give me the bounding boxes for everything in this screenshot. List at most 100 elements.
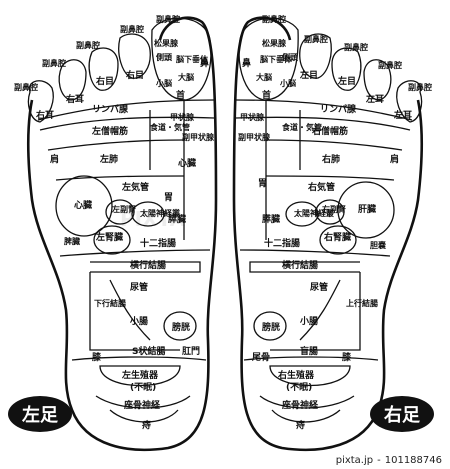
right-label-pituitary: 脳下垂体 bbox=[259, 54, 293, 64]
left-adrenal-zone bbox=[105, 199, 135, 225]
right-label-liver: 肝臓 bbox=[358, 203, 376, 215]
left-label-sinus-3: 副鼻腔 bbox=[76, 40, 100, 50]
left-label-shoulder: 肩 bbox=[49, 153, 59, 165]
right-sciatic-line bbox=[259, 395, 355, 409]
left-label-spleen: 脾臓 bbox=[63, 236, 80, 246]
right-label-pineal: 松果腺 bbox=[262, 38, 287, 48]
left-label-ear-2: 右耳 bbox=[35, 109, 54, 121]
right-label-esophagus: 食道・気管 bbox=[282, 122, 322, 132]
right-adrenal-zone bbox=[315, 199, 345, 225]
right-label-transverse: 横行結腸 bbox=[282, 259, 318, 271]
left-line-ball bbox=[37, 99, 215, 121]
left-label-sinus-4: 副鼻腔 bbox=[42, 58, 66, 68]
right-label-ear-2: 左耳 bbox=[393, 109, 412, 121]
left-label-hemorrhoid: 痔 bbox=[142, 419, 151, 431]
right-label-ear: 左耳 bbox=[365, 93, 384, 105]
right-label-shoulder: 肩 bbox=[389, 153, 399, 165]
left-label-sinus-2: 副鼻腔 bbox=[120, 24, 144, 34]
right-label-neck: 首 bbox=[262, 89, 271, 101]
left-label-pineal: 松果腺 bbox=[154, 38, 179, 48]
right-foot-outline bbox=[232, 16, 424, 452]
right-label-sinus-big: 副鼻腔 bbox=[262, 14, 286, 24]
left-label-eye: 右目 bbox=[125, 69, 144, 81]
left-label-pituitary: 脳下垂体 bbox=[175, 54, 209, 64]
left-label-temple: 側頭 bbox=[155, 52, 173, 62]
left-foot-outline bbox=[26, 16, 218, 452]
right-label-bronchus: 右気管 bbox=[307, 181, 335, 193]
right-toe-big bbox=[238, 17, 299, 101]
left-label-sinus-big: 副鼻腔 bbox=[156, 14, 180, 24]
right-label-genital: 右生殖器 bbox=[277, 369, 315, 381]
left-label-thyroid: 甲状腺 bbox=[170, 112, 195, 122]
right-label-lung: 右肺 bbox=[321, 153, 340, 165]
right-line-waist bbox=[239, 249, 391, 257]
left-genital-zone bbox=[99, 365, 181, 387]
footer-id: 101188746 bbox=[384, 455, 442, 466]
right-label-cerebrum: 大脳 bbox=[256, 72, 272, 82]
left-label-bladder: 膀胱 bbox=[171, 321, 190, 333]
right-label-sinus-4: 副鼻腔 bbox=[378, 60, 402, 70]
right-label-gallbladder: 胆嚢 bbox=[370, 240, 387, 250]
left-label-neck: 首 bbox=[176, 89, 185, 101]
right-label-trapezius: 右僧帽筋 bbox=[311, 125, 348, 137]
left-label-sigmoid: S状結腸 bbox=[132, 345, 165, 357]
right-line-trapezius bbox=[265, 139, 403, 151]
left-foot bbox=[26, 16, 218, 452]
left-label-solar: 太陽神経叢 bbox=[139, 208, 180, 218]
right-foot-badge: 右足 bbox=[370, 396, 434, 432]
right-label-solar: 太陽神経叢 bbox=[293, 208, 334, 218]
left-line-heel bbox=[71, 356, 207, 361]
left-label-lung: 左肺 bbox=[99, 153, 118, 165]
left-sciatic-line bbox=[95, 395, 191, 409]
left-bladder-zone bbox=[163, 311, 197, 341]
left-label-adrenal: 左副腎 bbox=[111, 204, 136, 214]
left-label-heart-top: 心臓 bbox=[178, 157, 196, 169]
right-label-nose: 鼻 bbox=[242, 57, 251, 69]
left-heart-zone bbox=[55, 175, 113, 237]
left-label-lymph: リンパ腺 bbox=[92, 103, 129, 115]
left-line-lymph bbox=[39, 116, 215, 131]
left-label-heart: 心臓 bbox=[74, 199, 92, 211]
right-label-eye: 左目 bbox=[299, 69, 318, 81]
right-foot bbox=[232, 16, 424, 452]
left-label-duodenum: 十二指腸 bbox=[140, 237, 176, 249]
right-line-heel bbox=[243, 356, 379, 361]
right-label-bladder: 膀胱 bbox=[261, 321, 280, 333]
left-label-esophagus: 食道・気管 bbox=[150, 122, 190, 132]
right-label-hemorrhoid: 痔 bbox=[296, 419, 305, 431]
right-label-adrenal: 右副腎 bbox=[321, 204, 346, 214]
left-label-trapezius: 左僧帽筋 bbox=[91, 125, 128, 137]
footer-dash: - bbox=[377, 455, 381, 466]
right-label-caecum: 盲腸 bbox=[300, 345, 318, 357]
right-label-eye-2: 左目 bbox=[337, 75, 356, 87]
right-label-parathyroid: 副甲状腺 bbox=[238, 132, 271, 142]
left-label-small-intestine: 小腸 bbox=[129, 315, 148, 327]
right-label-duodenum: 十二指腸 bbox=[264, 237, 300, 249]
left-label-pancreas: 膵臓 bbox=[168, 213, 186, 225]
right-toe-little bbox=[396, 80, 423, 123]
left-label-nose: 鼻 bbox=[200, 57, 209, 69]
left-label-cerebrum: 大脳 bbox=[178, 72, 194, 82]
left-label-knee: 膝 bbox=[92, 351, 102, 363]
right-label-sciatic: 座骨神経 bbox=[281, 399, 319, 411]
right-label-kidney: 右腎臓 bbox=[323, 231, 351, 243]
right-label-temple: 側頭 bbox=[281, 52, 299, 62]
right-label-tailbone: 尾骨 bbox=[251, 352, 270, 363]
right-line-lymph bbox=[235, 116, 411, 131]
right-solarplexus-zone bbox=[285, 201, 319, 227]
right-label-insomnia: (不眠) bbox=[286, 382, 312, 393]
right-kidney-zone bbox=[319, 225, 357, 255]
right-hemorrhoid-line bbox=[271, 409, 341, 423]
left-label-eye-2: 右目 bbox=[95, 75, 114, 87]
right-ureter bbox=[299, 279, 341, 341]
left-solarplexus-zone bbox=[131, 201, 165, 227]
right-toe-fourth bbox=[363, 59, 392, 101]
left-label-descending: 下行結腸 bbox=[94, 298, 126, 308]
left-toe-big bbox=[151, 17, 212, 101]
left-foot-title: 左足 bbox=[22, 404, 58, 426]
footer-site: pixta.jp bbox=[335, 455, 374, 466]
right-transverse-colon bbox=[249, 261, 360, 273]
left-label-bronchus: 左気管 bbox=[121, 181, 149, 193]
left-toe-fourth bbox=[58, 59, 87, 101]
